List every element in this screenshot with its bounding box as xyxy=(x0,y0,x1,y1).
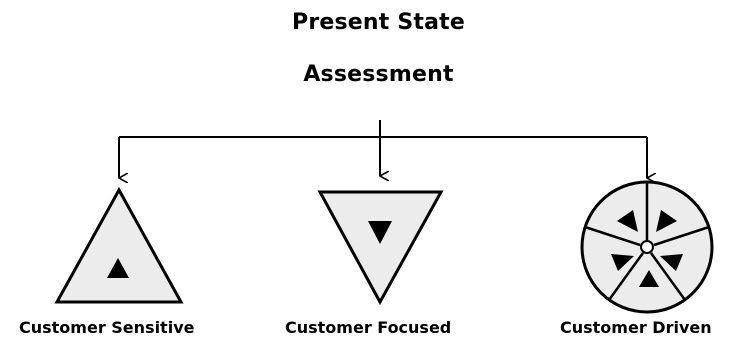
node-label-customer-driven: Customer Driven xyxy=(560,318,712,337)
diagram-title-line2: Assessment xyxy=(303,62,454,87)
triangle-up-icon xyxy=(54,186,184,304)
wheel-icon xyxy=(580,180,714,314)
diagram-title-line1: Present State xyxy=(292,10,465,35)
node-label-customer-sensitive: Customer Sensitive xyxy=(19,318,195,337)
triangle-down-icon xyxy=(317,190,444,306)
node-label-customer-focused: Customer Focused xyxy=(285,318,452,337)
connector-lines xyxy=(118,120,647,178)
